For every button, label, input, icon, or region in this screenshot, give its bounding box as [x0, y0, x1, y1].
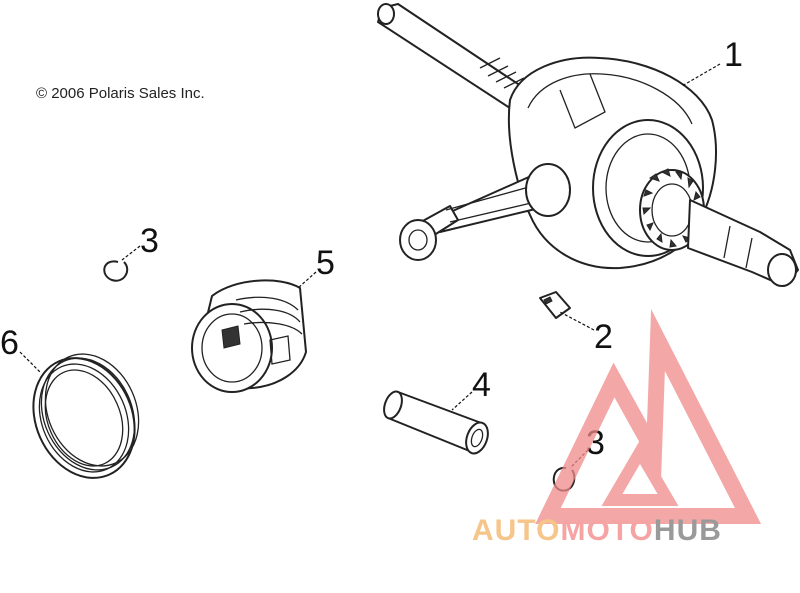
callout-2: 2 — [594, 318, 613, 356]
watermark-auto: AUTO — [472, 514, 560, 547]
piston-ring-set-icon[interactable] — [15, 339, 156, 494]
leader-4 — [451, 391, 473, 411]
callout-1: 1 — [724, 36, 743, 74]
leader-1 — [681, 63, 721, 87]
callout-6: 6 — [0, 324, 19, 362]
callout-3a: 3 — [140, 222, 159, 260]
watermark-text: AUTOMOTOHUB — [472, 514, 722, 547]
callout-4: 4 — [472, 366, 491, 404]
crankshaft-connecting-rod-icon[interactable] — [377, 3, 799, 287]
circlip-icon[interactable] — [103, 260, 129, 282]
leader-6 — [19, 351, 41, 373]
bearing-pin-icon[interactable] — [539, 291, 571, 319]
leader-5 — [297, 271, 317, 289]
piston-pin-icon[interactable] — [381, 389, 492, 456]
copyright-text: © 2006 Polaris Sales Inc. — [36, 85, 205, 102]
callout-5: 5 — [316, 244, 335, 282]
leader-2 — [559, 311, 595, 331]
piston-icon[interactable] — [191, 279, 307, 393]
watermark-hub: HUB — [654, 514, 722, 547]
watermark-logo — [535, 308, 762, 524]
leader-3a — [121, 245, 141, 261]
watermark-moto: MOTO — [560, 514, 653, 547]
